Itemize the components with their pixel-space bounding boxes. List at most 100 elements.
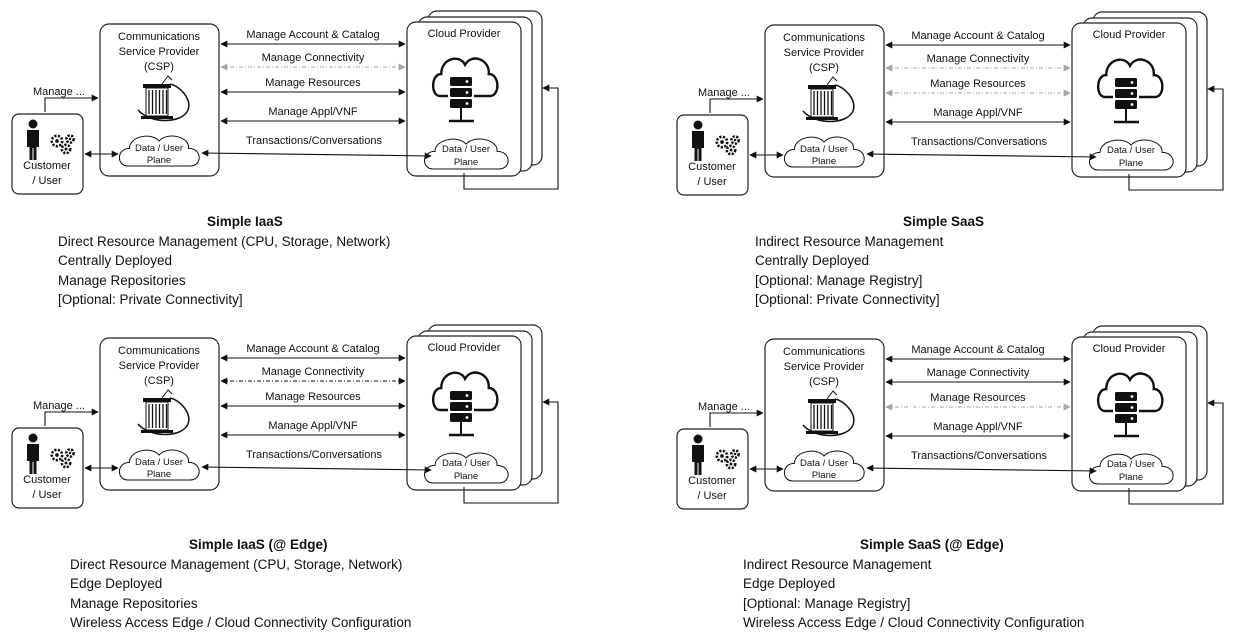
arrow-label: Manage Appl/VNF — [268, 106, 358, 118]
description-line: Manage Repositories — [58, 272, 186, 288]
cloud-server-icon — [431, 371, 499, 437]
csp-tower-icon — [137, 389, 190, 436]
csp-label: Communications — [783, 32, 865, 44]
person-icon — [692, 120, 704, 161]
data-plane-label: Plane — [812, 470, 836, 481]
cloud-server-icon — [431, 57, 499, 123]
description-line: Wireless Access Edge / Cloud Connectivit… — [743, 615, 1085, 630]
cloud-provider-label: Cloud Provider — [428, 28, 501, 40]
cloud-loop-arrow — [463, 398, 559, 504]
csp-label: (CSP) — [809, 376, 839, 388]
csp-label: (CSP) — [809, 62, 839, 74]
arrow-label: Manage Connectivity — [262, 52, 365, 64]
customer-label: Customer — [23, 160, 71, 172]
data-plane-label: Data / User — [1107, 145, 1155, 156]
data-plane-label: Data / User — [800, 458, 848, 469]
arrow-label: Manage Connectivity — [927, 367, 1030, 379]
transactions-arrow — [201, 463, 432, 474]
arrow-label: Manage Connectivity — [927, 53, 1030, 65]
description-line: Manage Repositories — [70, 595, 198, 611]
description-line: Indirect Resource Management — [743, 556, 932, 572]
csp-label: Communications — [783, 346, 865, 358]
person-icon — [692, 434, 704, 475]
customer-user-box: Customer/ User — [11, 113, 84, 195]
arrow-label: Manage Resources — [930, 78, 1026, 90]
transactions-arrow — [866, 464, 1097, 475]
cloud-server-icon — [1096, 58, 1164, 124]
description-line: [Optional: Private Connectivity] — [755, 292, 940, 307]
csp-tower-icon — [802, 76, 855, 123]
arrow-label: Manage Resources — [265, 391, 361, 403]
arrow-label: Manage Account & Catalog — [246, 343, 379, 355]
data-plane-label: Plane — [454, 157, 478, 168]
customer-label: / User — [697, 490, 727, 502]
description-line: [Optional: Private Connectivity] — [58, 292, 243, 307]
arrow-label: Manage Resources — [265, 77, 361, 89]
panel-title: Simple SaaS — [903, 214, 985, 229]
description-line: Centrally Deployed — [58, 253, 173, 268]
arrow-label: Manage Account & Catalog — [246, 29, 379, 41]
arrow-label: Manage Appl/VNF — [268, 420, 358, 432]
manage-arrow — [709, 409, 764, 427]
cloud-provider-label: Cloud Provider — [1093, 343, 1166, 355]
data-plane-label: Data / User — [135, 457, 183, 468]
cloud-provider-label: Cloud Provider — [1093, 29, 1166, 41]
manage-label: Manage ... — [33, 400, 85, 412]
data-plane-label: Data / User — [442, 458, 490, 469]
csp-label: (CSP) — [144, 61, 174, 73]
manage-label: Manage ... — [698, 87, 750, 99]
data-plane-label: Data / User — [135, 143, 183, 154]
arrow-label: Manage Connectivity — [262, 366, 365, 378]
customer-label: / User — [697, 176, 727, 188]
panel-description-saas: Simple SaaS Indirect Resource Management… — [755, 212, 984, 310]
panel-title: Simple SaaS (@ Edge) — [860, 537, 1004, 552]
csp-tower-icon — [802, 390, 855, 437]
arrow-label: Manage Appl/VNF — [933, 421, 1023, 433]
gears-icon — [50, 134, 75, 155]
cloud-loop-arrow — [463, 84, 559, 190]
customer-user-box: Customer / User — [676, 428, 749, 510]
transactions-label: Transactions/Conversations — [246, 135, 382, 147]
person-icon — [27, 119, 39, 160]
description-line: Centrally Deployed — [755, 253, 870, 268]
transactions-arrow — [866, 150, 1097, 161]
arrow-label: Manage Appl/VNF — [933, 107, 1023, 119]
manage-arrow — [44, 408, 99, 426]
csp-label: Communications — [118, 345, 200, 357]
csp-label: Service Provider — [784, 361, 865, 373]
gears-icon — [715, 135, 740, 156]
manage-arrow — [709, 95, 764, 113]
person-icon — [27, 433, 39, 474]
panel-description-iaas: Simple IaaS Direct Resource Management (… — [58, 212, 390, 310]
csp-label: Communications — [118, 31, 200, 43]
transactions-label: Transactions/Conversations — [246, 449, 382, 461]
arrow-label: Manage Resources — [930, 392, 1026, 404]
customer-user-box: Customer/ User — [11, 427, 84, 509]
cloud-loop-arrow — [1128, 85, 1224, 191]
data-plane-label: Plane — [812, 156, 836, 167]
customer-user-box: Customer / User — [676, 114, 749, 196]
customer-label: Customer — [688, 475, 736, 487]
customer-label: Customer — [688, 161, 736, 173]
csp-label: Service Provider — [119, 360, 200, 372]
description-line: [Optional: Manage Registry] — [743, 595, 911, 611]
arrow-label: Manage Account & Catalog — [911, 30, 1044, 42]
description-line: Direct Resource Management (CPU, Storage… — [70, 556, 403, 572]
customer-label: / User — [32, 489, 62, 501]
description-line: Wireless Access Edge / Cloud Connectivit… — [70, 615, 412, 630]
description-line: Edge Deployed — [743, 576, 836, 591]
